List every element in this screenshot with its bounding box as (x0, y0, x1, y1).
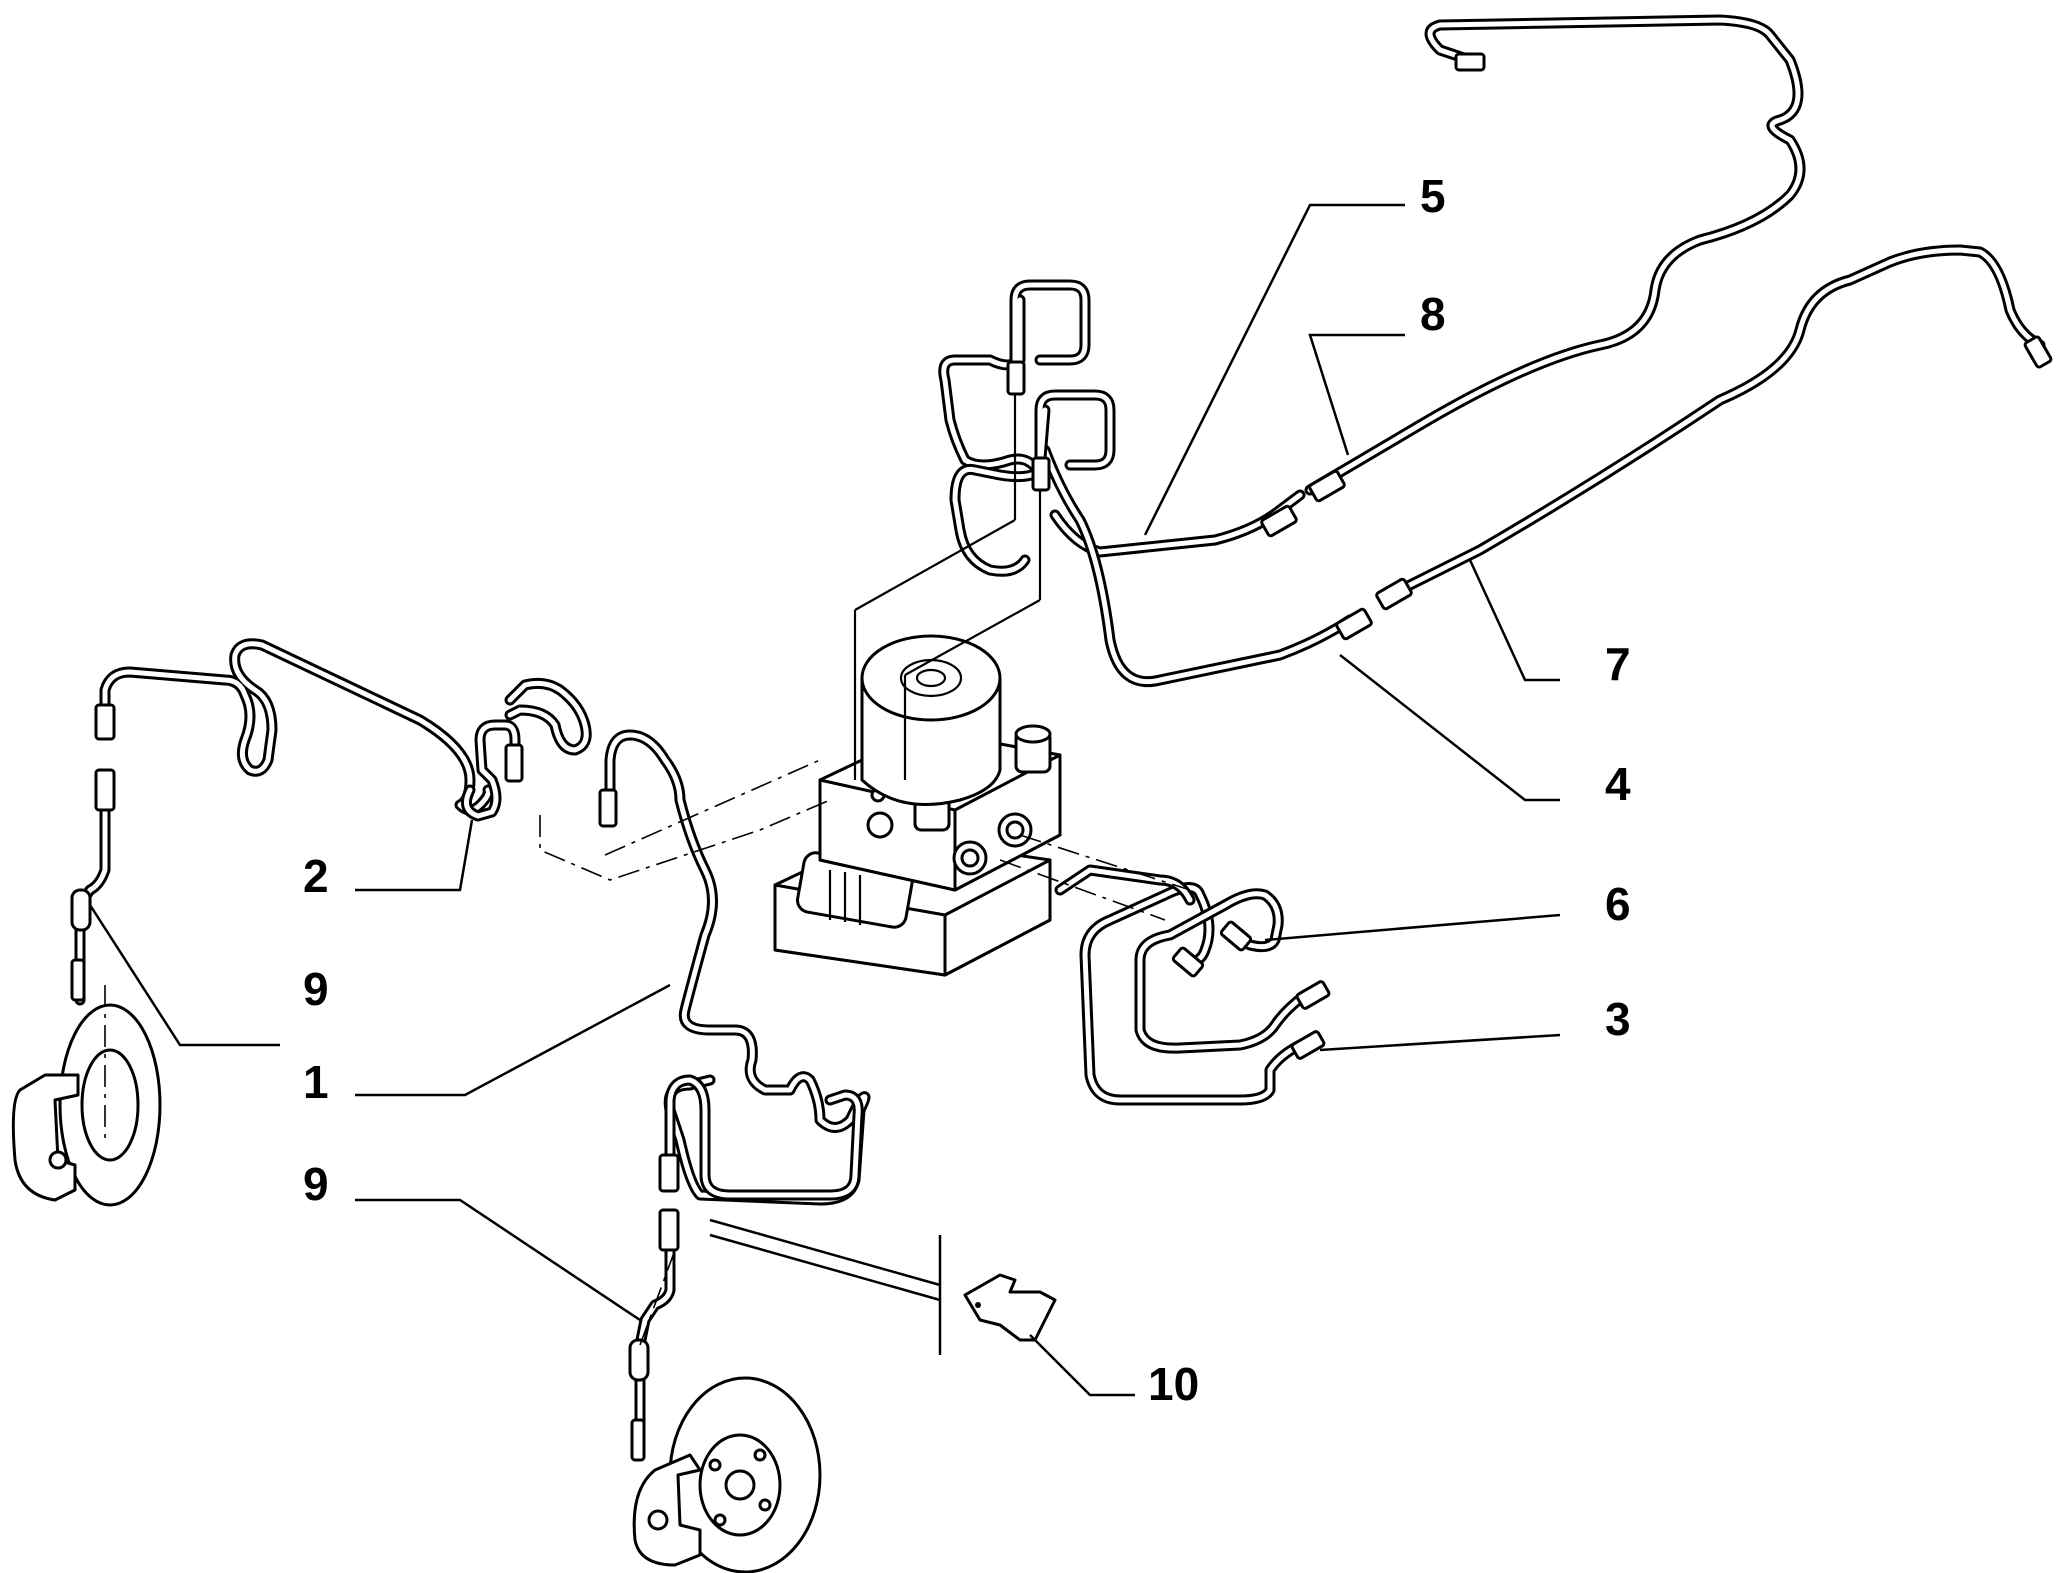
brake-disc-left (11, 1003, 162, 1207)
pipe-abs-right-loops (1054, 864, 1311, 1106)
leader-lines (88, 203, 1561, 1397)
callout-5: 5 (1420, 170, 1446, 222)
pipe-fittings (70, 52, 2053, 1462)
flex-hose-left (74, 784, 111, 1006)
abs-modulator-unit (773, 634, 1062, 977)
callout-1: 1 (303, 1056, 329, 1108)
brake-pipes (74, 14, 2046, 1446)
callout-4: 4 (1605, 758, 1631, 810)
pipe-rear-long-upper (1049, 14, 1806, 558)
callout-7: 7 (1605, 638, 1631, 690)
flex-hose-bottom (634, 1229, 676, 1446)
callout-6: 6 (1605, 878, 1631, 930)
pipe-front-left (99, 638, 592, 822)
callout-labels: 5 8 7 4 6 3 2 9 1 9 10 (303, 170, 1631, 1410)
callout-10: 10 (1148, 1358, 1199, 1410)
pipe-rear-long-lower (1039, 244, 2046, 688)
callout-8: 8 (1420, 288, 1446, 340)
retaining-clip (963, 1273, 1057, 1342)
pipe-front-right (604, 729, 871, 1206)
assembly-guide-lines (104, 395, 1191, 1346)
callout-2: 2 (303, 850, 329, 902)
callout-9-bottom: 9 (303, 1158, 329, 1210)
pipe-abs-upper-loops (938, 279, 1116, 577)
brake-disc-bottom (632, 1376, 822, 1573)
callout-3: 3 (1605, 993, 1631, 1045)
callout-9-left: 9 (303, 963, 329, 1015)
